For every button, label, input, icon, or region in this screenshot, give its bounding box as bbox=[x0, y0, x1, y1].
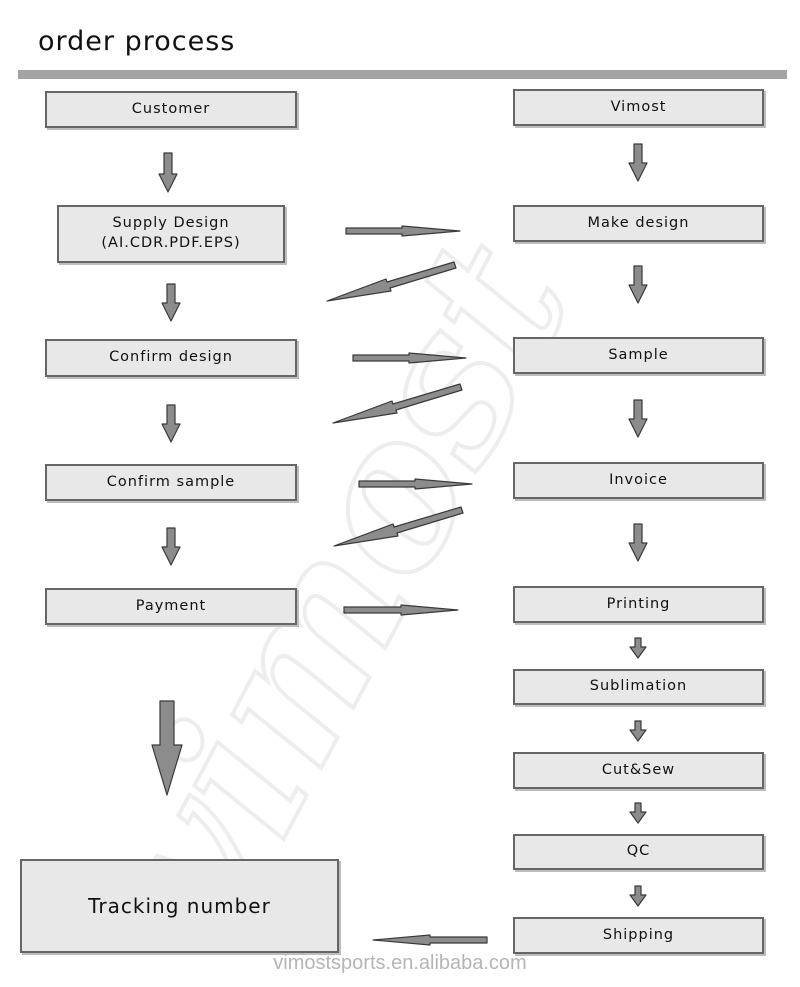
arrow-down-big-icon bbox=[151, 700, 183, 796]
node-invoice: Invoice bbox=[513, 462, 764, 499]
node-confirm-design: Confirm design bbox=[45, 339, 297, 377]
arrow-left-icon bbox=[372, 934, 488, 946]
arrow-down-icon bbox=[629, 720, 647, 742]
arrow-down-icon bbox=[158, 152, 178, 193]
node-supply-design: Supply Design (AI.CDR.PDF.EPS) bbox=[57, 205, 285, 263]
node-customer: Customer bbox=[45, 91, 297, 128]
node-sample: Sample bbox=[513, 337, 764, 374]
arrow-right-icon bbox=[358, 478, 473, 490]
node-cut-sew: Cut&Sew bbox=[513, 752, 764, 789]
node-make-design: Make design bbox=[513, 205, 764, 242]
arrow-down-icon bbox=[628, 265, 648, 304]
arrow-diagonal-icon bbox=[332, 383, 463, 424]
arrow-right-icon bbox=[345, 225, 461, 237]
arrow-right-icon bbox=[343, 604, 459, 616]
page-title: order process bbox=[38, 26, 236, 57]
node-sublimation: Sublimation bbox=[513, 669, 764, 705]
node-confirm-sample: Confirm sample bbox=[45, 464, 297, 501]
footer-url: vimostsports.en.alibaba.com bbox=[273, 952, 527, 974]
arrow-down-icon bbox=[161, 404, 181, 443]
arrow-diagonal-icon bbox=[333, 506, 464, 547]
node-tracking-number: Tracking number bbox=[20, 859, 339, 953]
title-divider bbox=[18, 70, 787, 79]
arrow-down-icon bbox=[628, 523, 648, 562]
node-payment: Payment bbox=[45, 588, 297, 625]
arrow-down-icon bbox=[161, 527, 181, 566]
node-qc: QC bbox=[513, 834, 764, 870]
node-shipping: Shipping bbox=[513, 917, 764, 954]
arrow-down-icon bbox=[628, 143, 648, 182]
arrow-down-icon bbox=[161, 283, 181, 322]
arrow-down-icon bbox=[629, 885, 647, 907]
arrow-down-icon bbox=[629, 637, 647, 659]
arrow-down-icon bbox=[628, 399, 648, 438]
node-printing: Printing bbox=[513, 586, 764, 623]
arrow-down-icon bbox=[629, 802, 647, 824]
arrow-right-icon bbox=[352, 352, 467, 364]
arrow-diagonal-icon bbox=[326, 261, 457, 302]
node-vimost: Vimost bbox=[513, 89, 764, 126]
